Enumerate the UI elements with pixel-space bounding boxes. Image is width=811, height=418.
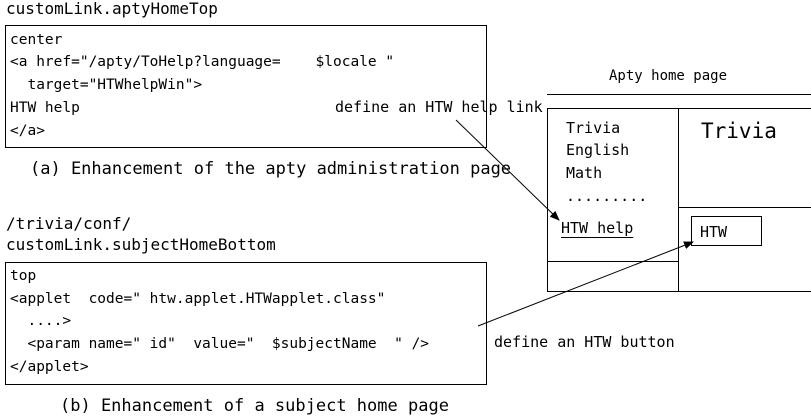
file-path-b-line2: customLink.subjectHomeBottom: [6, 235, 276, 254]
apty-page-title: Apty home page: [609, 68, 728, 84]
file-path-b-line1: /trivia/conf/: [6, 214, 132, 233]
menu-item-ellipsis: .........: [566, 187, 648, 205]
code-line: <a href="/apty/ToHelp?language= $locale …: [10, 54, 395, 70]
htw-button[interactable]: HTW: [691, 216, 762, 246]
caption-b: (b) Enhancement of a subject home page: [60, 396, 449, 416]
menu-item-math[interactable]: Math: [566, 164, 603, 182]
code-line: top: [10, 268, 37, 284]
code-line: </applet>: [10, 359, 89, 375]
trivia-heading: Trivia: [701, 119, 777, 143]
arrow-to-htw-button: [477, 241, 694, 327]
annotation-help-link: define an HTW help link: [335, 98, 543, 116]
menu-item-english[interactable]: English: [566, 141, 630, 159]
htw-button-label: HTW: [700, 223, 728, 241]
code-box-b: [5, 262, 487, 385]
htw-help-link[interactable]: HTW help: [561, 219, 634, 237]
code-box-a: [5, 25, 487, 148]
caption-a: (a) Enhancement of the apty administrati…: [30, 159, 512, 179]
code-line: center: [10, 32, 63, 48]
code-line: <applet code=" htw.applet.HTWapplet.clas…: [10, 291, 386, 307]
arrow-to-help-link: [455, 119, 560, 221]
annotation-htw-button: define an HTW button: [494, 333, 675, 351]
code-line: HTW help: [10, 100, 80, 116]
file-path-a: customLink.aptyHomeTop: [6, 0, 218, 18]
menu-item-trivia[interactable]: Trivia: [566, 119, 621, 137]
code-line: ....>: [10, 313, 72, 329]
code-line: <param name=" id" value=" $subjectName "…: [10, 336, 430, 352]
code-line: </a>: [10, 123, 45, 139]
code-line: target="HTWhelpWin">: [10, 77, 203, 93]
